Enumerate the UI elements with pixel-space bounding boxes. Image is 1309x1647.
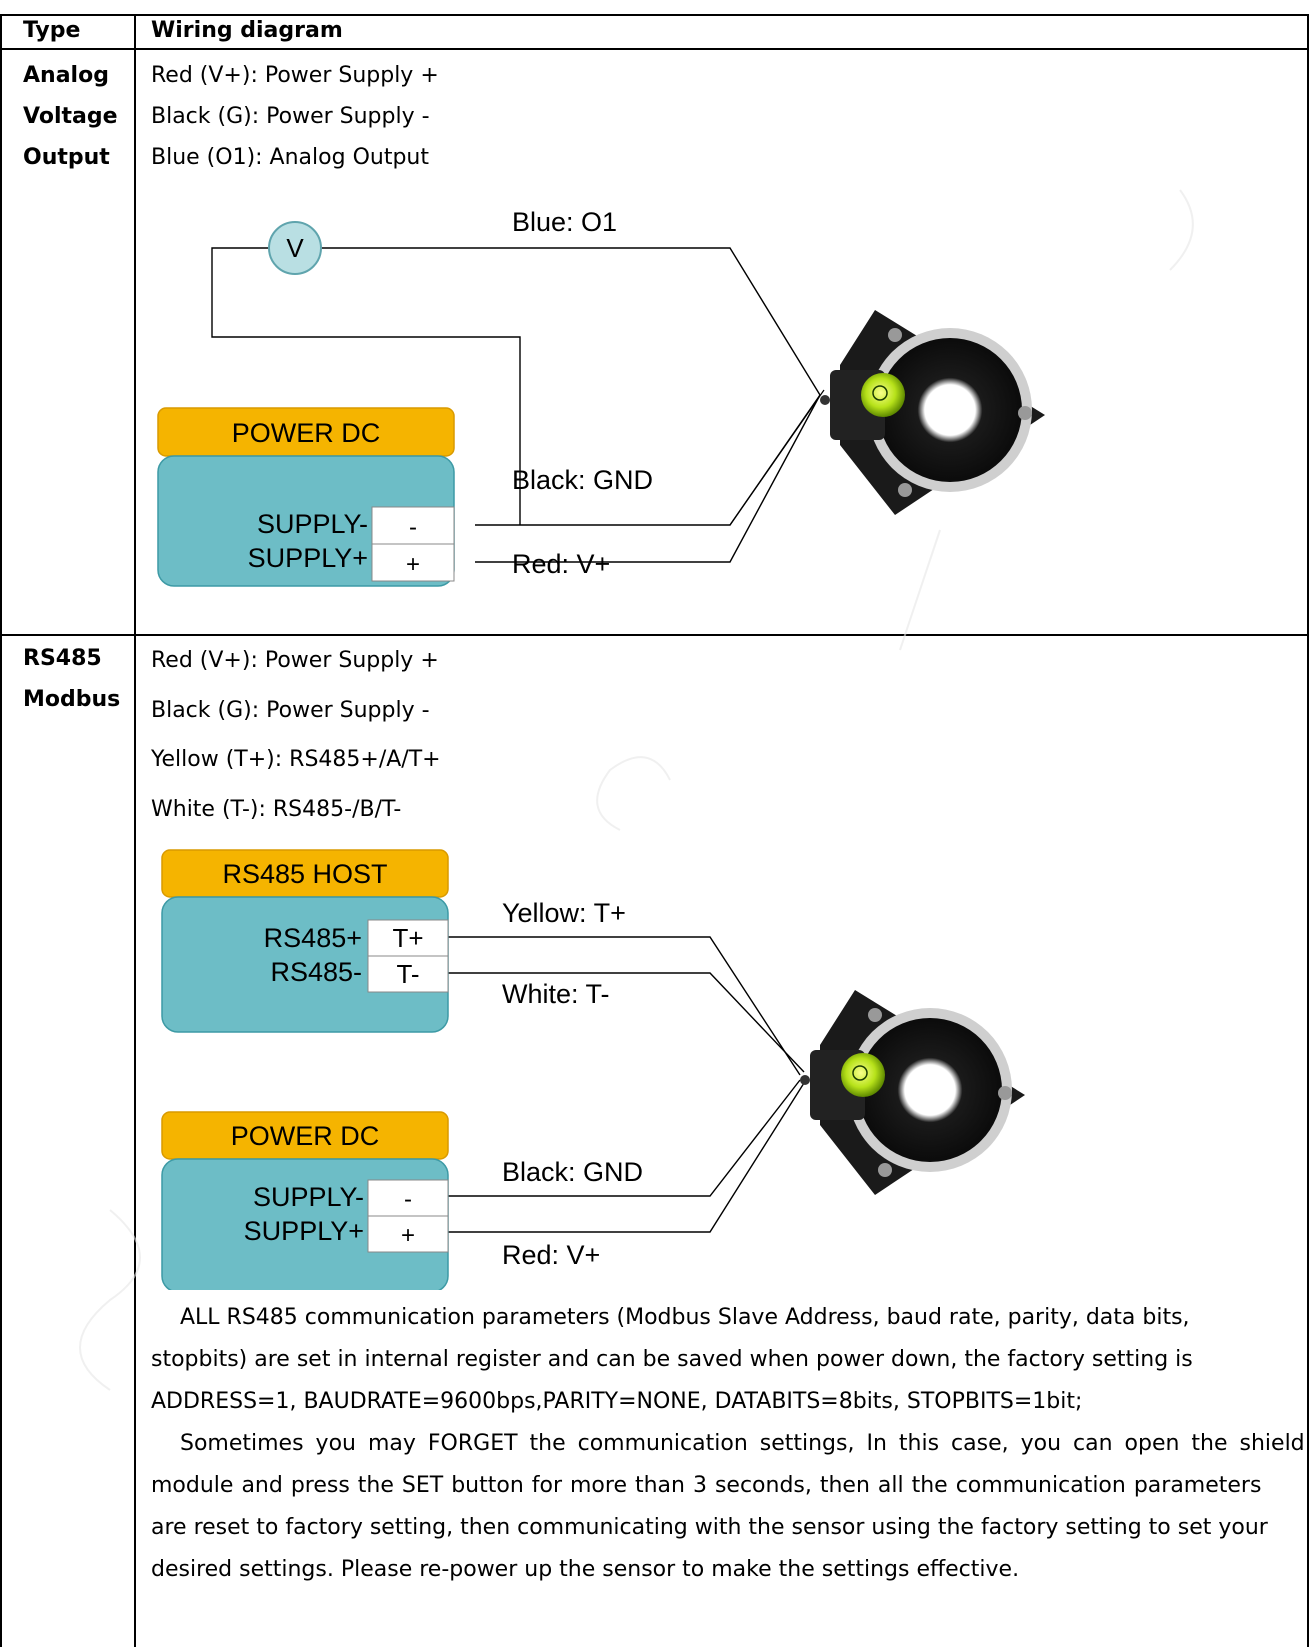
wire-black-label: Black: GND xyxy=(502,1157,643,1187)
rs485-desc-black: Black (G): Power Supply - xyxy=(151,698,430,723)
note-line-6: are reset to factory setting, then commu… xyxy=(151,1515,1268,1540)
table-border-right xyxy=(1307,14,1309,1647)
wire-black xyxy=(447,1079,801,1197)
note-line-7: desired settings. Please re-power up the… xyxy=(151,1557,1020,1582)
term-plus-label: + xyxy=(401,1222,415,1249)
row-divider-analog xyxy=(0,634,1309,636)
term-tplus-label: T+ xyxy=(392,923,423,953)
term-minus-label: - xyxy=(409,514,417,541)
rs485-wiring-diagram: RS485 HOST T+ T- RS485+ RS485- POWER DC … xyxy=(161,849,1025,1290)
analog-desc-black: Black (G): Power Supply - xyxy=(151,104,430,129)
column-divider xyxy=(134,14,136,1647)
rs485-desc-white: White (T-): RS485-/B/T- xyxy=(151,797,402,822)
rs485-desc-yellow: Yellow (T+): RS485+/A/T+ xyxy=(151,747,441,772)
note-line-4: Sometimes you may FORGET the communicati… xyxy=(180,1431,1305,1456)
table-border-top xyxy=(0,14,1309,16)
inclinometer-sensor-icon xyxy=(820,310,1045,515)
power-title: POWER DC xyxy=(232,418,381,448)
supply-plus-label: SUPPLY+ xyxy=(244,1216,364,1246)
row-divider-header xyxy=(0,48,1309,50)
supply-minus-label: SUPPLY- xyxy=(253,1182,364,1212)
rs-minus-label: RS485- xyxy=(270,957,362,987)
terminal-plus xyxy=(371,543,455,582)
wire-red xyxy=(475,394,821,563)
analog-type-line-3: Output xyxy=(23,145,110,170)
inclinometer-sensor-icon xyxy=(800,990,1025,1195)
term-plus-label: + xyxy=(406,551,420,578)
header-wiring: Wiring diagram xyxy=(151,18,343,43)
term-minus-label: - xyxy=(404,1186,412,1213)
wire-meter-loop xyxy=(211,247,521,525)
supply-minus-label: SUPPLY- xyxy=(257,509,368,539)
wire-black-label: Black: GND xyxy=(512,465,653,495)
terminal-plus xyxy=(367,1215,449,1253)
header-type: Type xyxy=(23,18,81,43)
analog-type-line-1: Analog xyxy=(23,63,109,88)
table-border-left xyxy=(0,14,2,1647)
terminal-tminus xyxy=(367,955,449,993)
wire-red-label: Red: V+ xyxy=(502,1240,600,1270)
analog-type-line-2: Voltage xyxy=(23,104,118,129)
power-title: POWER DC xyxy=(231,1121,380,1151)
wire-red xyxy=(447,1082,805,1233)
note-line-1: ALL RS485 communication parameters (Modb… xyxy=(180,1305,1190,1330)
wire-red-label: Red: V+ xyxy=(512,549,610,579)
analog-desc-blue: Blue (O1): Analog Output xyxy=(151,145,429,170)
rs-plus-label: RS485+ xyxy=(264,923,362,953)
terminal-minus xyxy=(367,1179,449,1217)
wire-blue-label: Blue: O1 xyxy=(512,207,617,237)
wire-blue xyxy=(320,247,821,396)
note-line-5: module and press the SET button for more… xyxy=(151,1473,1262,1498)
analog-desc-red: Red (V+): Power Supply + xyxy=(151,63,439,88)
note-line-2: stopbits) are set in internal register a… xyxy=(151,1347,1193,1372)
rs485-type-line-2: Modbus xyxy=(23,687,121,712)
supply-plus-label: SUPPLY+ xyxy=(248,543,368,573)
wire-yellow-label: Yellow: T+ xyxy=(502,898,626,928)
analog-wiring-diagram: V POWER DC - + SUPPLY- SUPPLY+ Blue: O1 … xyxy=(157,207,1045,587)
voltmeter-label: V xyxy=(286,233,304,263)
wire-white xyxy=(447,972,805,1073)
terminal-minus xyxy=(371,506,455,545)
note-line-3: ADDRESS=1, BAUDRATE=9600bps,PARITY=NONE,… xyxy=(151,1389,1083,1414)
wire-white-label: White: T- xyxy=(502,979,610,1009)
voltmeter-icon xyxy=(268,221,322,275)
host-title: RS485 HOST xyxy=(222,859,387,889)
wire-yellow xyxy=(447,936,801,1076)
term-tminus-label: T- xyxy=(396,959,419,989)
rs485-type-line-1: RS485 xyxy=(23,646,102,671)
rs485-desc-red: Red (V+): Power Supply + xyxy=(151,648,439,673)
